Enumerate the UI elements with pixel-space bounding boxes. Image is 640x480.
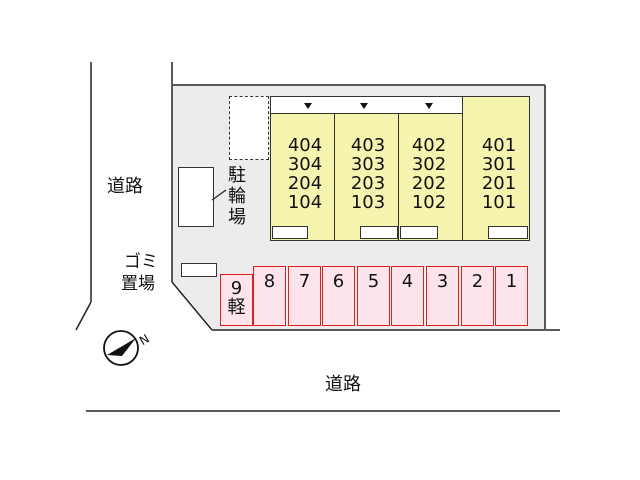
parking-space-1: 1 bbox=[495, 266, 528, 326]
parking-space-6: 6 bbox=[322, 266, 355, 326]
parking-number: 9 bbox=[230, 278, 243, 299]
parking-space-3: 3 bbox=[426, 266, 459, 326]
parking-number: 1 bbox=[505, 271, 518, 292]
building-402 bbox=[398, 113, 464, 241]
entrance-notch bbox=[488, 226, 528, 239]
parking-space-9: 9 軽 bbox=[220, 274, 253, 326]
north-arrow-icon: N bbox=[103, 330, 152, 366]
dashed-area bbox=[229, 96, 269, 160]
kei-car-note: 軽 bbox=[227, 297, 246, 318]
arrow-down-icon bbox=[425, 103, 433, 109]
bicycle-parking-label: 駐輪場 bbox=[228, 165, 246, 228]
garbage-label-top: ゴミ bbox=[124, 252, 158, 272]
arrow-down-icon bbox=[360, 103, 368, 109]
parking-space-8: 8 bbox=[253, 266, 286, 326]
parking-number: 2 bbox=[471, 271, 484, 292]
entrance-notch bbox=[360, 226, 398, 239]
building-403 bbox=[334, 113, 400, 241]
bicycle-parking-area bbox=[178, 167, 214, 227]
garbage-box bbox=[181, 263, 217, 277]
parking-space-2: 2 bbox=[461, 266, 494, 326]
parking-number: 7 bbox=[298, 271, 311, 292]
lot-corner-chamfer bbox=[171, 281, 213, 331]
entrance-notch bbox=[400, 226, 438, 239]
entrance-notch bbox=[272, 226, 308, 239]
parking-number: 5 bbox=[367, 271, 380, 292]
parking-space-4: 4 bbox=[391, 266, 424, 326]
left-road-corner bbox=[75, 301, 92, 331]
building-401 bbox=[462, 96, 530, 241]
parking-number: 4 bbox=[401, 271, 414, 292]
arrow-down-icon bbox=[304, 103, 312, 109]
parking-space-5: 5 bbox=[357, 266, 390, 326]
left-road-label: 道路 bbox=[107, 176, 143, 197]
bottom-road-label: 道路 bbox=[325, 374, 361, 395]
garbage-label-bottom: 置場 bbox=[121, 274, 155, 294]
parking-number: 3 bbox=[436, 271, 449, 292]
north-label: N bbox=[137, 331, 152, 348]
parking-number: 8 bbox=[263, 271, 276, 292]
parking-space-7: 7 bbox=[288, 266, 321, 326]
parking-number: 6 bbox=[332, 271, 345, 292]
